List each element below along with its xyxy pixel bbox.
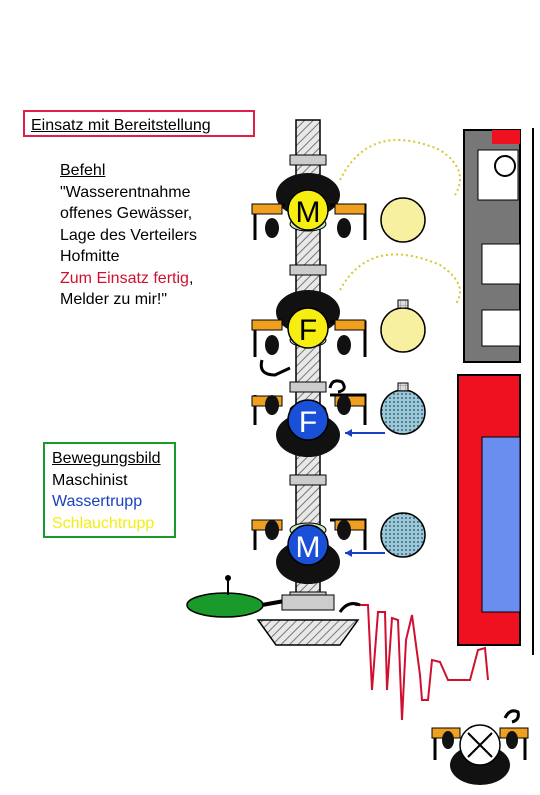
equipment-blue-2 [380, 512, 426, 558]
vehicle-red [457, 374, 521, 646]
order-line-red: Zum Einsatz fertig, [60, 268, 270, 290]
order-last-line: Melder zu mir!" [60, 291, 168, 308]
equipment-yellow-1 [380, 197, 426, 243]
order-red-suffix: , [188, 269, 194, 287]
vehicle-gray [463, 129, 521, 363]
hose-loop-lower [339, 253, 461, 306]
distributor-basket [256, 594, 361, 646]
order-block: Befehl "Wasserentnahme offenes Gewässer,… [60, 160, 270, 311]
legend-item-schlauchtrupp: Schlauchtrupp [52, 514, 155, 532]
figure-letter: M [296, 196, 321, 229]
hose-red [355, 604, 489, 721]
figure-schlauchtrupp-top: F [251, 290, 367, 377]
legend-item-wassertrupp: Wassertrupp [52, 493, 143, 510]
page-title: Einsatz mit Bereitstellung [31, 117, 211, 134]
equipment-blue-1 [380, 389, 426, 435]
legend-item-maschinist: Maschinist [52, 471, 128, 489]
arrow-upper [345, 429, 385, 437]
order-line: "Wasserentnahme [60, 183, 191, 201]
title-box: Einsatz mit Bereitstellung [23, 110, 255, 137]
order-line: Hofmitte [60, 248, 120, 265]
legend-heading: Bewegungsbild [52, 450, 161, 467]
figure-wassertrupp-top: F [251, 379, 367, 457]
order-line: offenes Gewässer, [60, 205, 193, 222]
figure-circle [287, 189, 329, 231]
order-red-text: Zum Einsatz fertig [60, 269, 189, 287]
order-heading: Befehl [60, 162, 106, 179]
equipment-yellow-2 [380, 307, 426, 353]
hose-loop-upper [339, 139, 461, 196]
arrow-lower [345, 549, 385, 557]
figure-letter: M [296, 531, 321, 564]
legend-box: Bewegungsbild Maschinist Wassertrupp Sch… [43, 442, 176, 538]
figure-maschinist-bottom: M [251, 518, 367, 584]
order-line: Lage des Verteilers [60, 226, 197, 244]
figure-bottom-x [431, 709, 529, 785]
figure-letter: F [299, 314, 317, 347]
figure-letter: F [299, 406, 317, 439]
figure-maschinist-top: M [251, 173, 367, 240]
valve-green [186, 575, 291, 618]
